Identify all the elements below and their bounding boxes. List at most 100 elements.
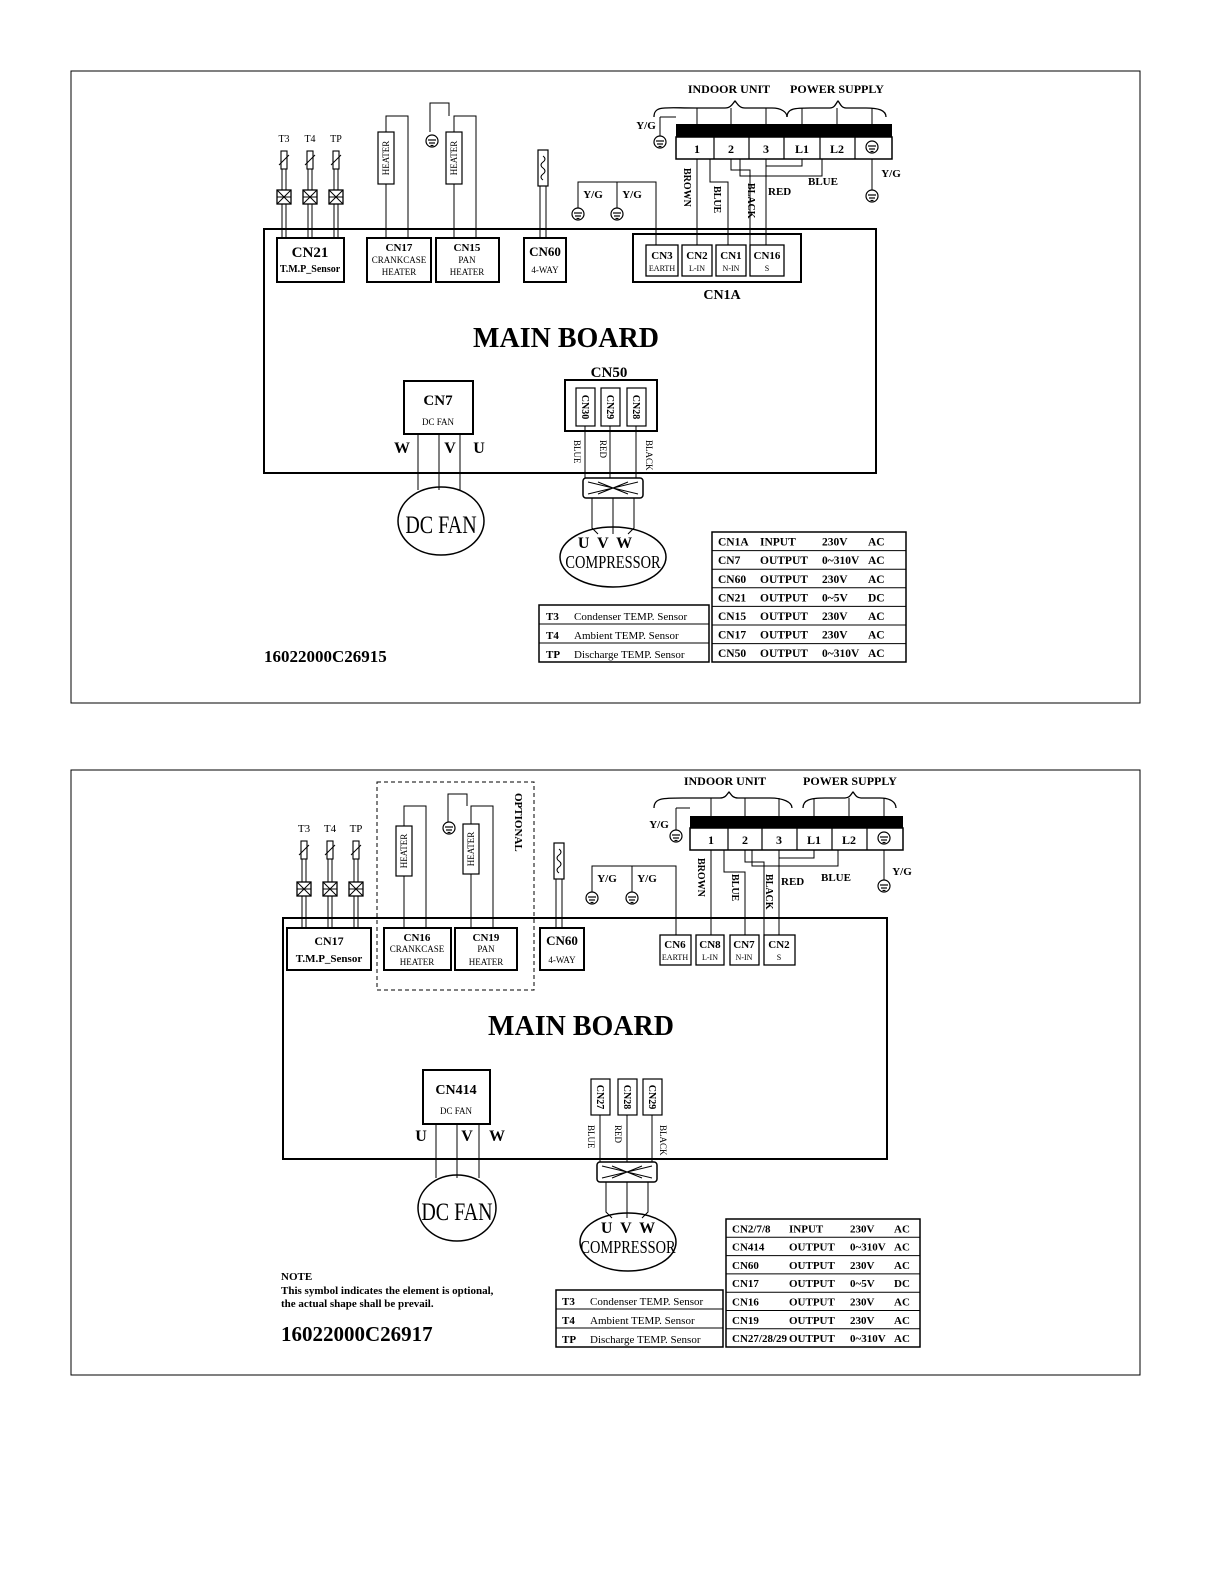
connector-cn60: CN60 4-WAY <box>523 237 567 283</box>
port-name: CN19 <box>732 1315 759 1327</box>
terminal-3: 3 <box>776 833 782 847</box>
port-name: CN17 <box>732 1278 759 1290</box>
thermistor-icon <box>330 150 342 170</box>
crankcase-heater: HEATER <box>377 115 409 238</box>
compressor-label: COMPRESSOR <box>565 551 660 572</box>
port-current-type: AC <box>868 611 885 623</box>
port-name: CN21 <box>718 592 746 604</box>
port-current-type: AC <box>894 1333 910 1345</box>
terminal-block: INDOOR UNIT POWER SUPPLY 1 2 3 L1 L2 <box>636 82 901 245</box>
fan-u-label: U <box>415 1128 427 1145</box>
ground-icon <box>610 207 624 221</box>
connector-cn15: CN15 PAN HEATER <box>435 237 500 283</box>
yg-label: Y/G <box>892 866 912 878</box>
optional-region: OPTIONAL HEATER HEATER CN16 CRANKCASE HE… <box>376 781 535 991</box>
port-direction: INPUT <box>760 537 796 549</box>
port-current-type: AC <box>868 537 885 549</box>
connector-cn414: CN414 DC FAN U V W <box>415 1069 505 1178</box>
thermistor-icon <box>278 150 290 170</box>
port-name: CN27/28/29 <box>732 1333 788 1345</box>
port-current-type: AC <box>894 1242 910 1254</box>
sensor-t3-label: T3 <box>278 134 289 145</box>
cn3-sublabel: EARTH <box>649 264 675 273</box>
yg-label: Y/G <box>881 168 901 180</box>
port-current-type: AC <box>868 648 885 660</box>
yg-label: Y/G <box>622 189 642 201</box>
power-supply-label: POWER SUPPLY <box>803 774 897 788</box>
port-direction: OUTPUT <box>789 1297 836 1309</box>
port-voltage: 230V <box>822 630 848 642</box>
sensor-code: TP <box>562 1334 576 1346</box>
fan-w-label: W <box>394 440 410 457</box>
connector-cn60: CN60 4-WAY <box>539 927 585 971</box>
main-board-label: MAIN BOARD <box>488 1011 674 1042</box>
yg-label: Y/G <box>597 873 617 885</box>
sensor-code: T4 <box>562 1315 575 1327</box>
port-direction: OUTPUT <box>789 1260 836 1272</box>
wire-blue-label: BLUE <box>808 176 838 188</box>
port-voltage: 0~310V <box>822 648 860 660</box>
cn17-sublabel: T.M.P_Sensor <box>296 953 363 965</box>
ground-icon <box>425 134 439 148</box>
cn414-sublabel: DC FAN <box>440 1106 473 1116</box>
wire-blue-label: BLUE <box>821 872 851 884</box>
indoor-unit-label: INDOOR UNIT <box>684 774 766 788</box>
cn17-label: CN17 <box>386 242 413 254</box>
port-current-type: AC <box>894 1260 910 1272</box>
sensor-description: Discharge TEMP. Sensor <box>574 649 685 661</box>
cn7-label: CN7 <box>423 393 453 409</box>
sensor-description: Condenser TEMP. Sensor <box>574 611 687 623</box>
thermistor-icon <box>298 840 310 860</box>
cn2-label: CN2 <box>686 250 708 262</box>
port-voltage: 230V <box>850 1223 875 1235</box>
port-voltage: 0~310V <box>822 555 860 567</box>
terminal-2: 2 <box>742 833 748 847</box>
fan-u-label: U <box>473 440 485 457</box>
thermistor-icon <box>304 150 316 170</box>
compressor-uvw: U V W <box>601 1220 655 1237</box>
cn7-sublabel: DC FAN <box>422 417 455 427</box>
diagram-2: MAIN BOARD T3 T4 TP CN17 T.M.P_ <box>70 769 1141 1376</box>
cn19-sublabel-1: PAN <box>477 944 495 954</box>
earth-wiring: Y/G Y/G <box>571 181 657 245</box>
sensor-group: T3 T4 TP <box>296 823 364 928</box>
connector-icon <box>302 189 318 205</box>
heater-label: HEATER <box>449 141 459 176</box>
sensor-group: T3 T4 TP <box>276 134 344 238</box>
connector-cn17: CN17 T.M.P_Sensor <box>286 927 372 971</box>
cn2-sublabel: S <box>777 953 781 962</box>
main-board-outline <box>263 228 877 474</box>
port-direction: OUTPUT <box>760 574 808 586</box>
wire-black-label: BLACK <box>745 183 756 219</box>
heater-label: HEATER <box>466 832 476 867</box>
note-title: NOTE <box>281 1271 312 1283</box>
cn60-label: CN60 <box>546 933 578 948</box>
port-direction: OUTPUT <box>760 648 808 660</box>
terminal-l1: L1 <box>807 833 821 847</box>
cn28-label: CN28 <box>630 395 641 419</box>
cn60-label: CN60 <box>529 244 561 259</box>
sensor-code: T3 <box>546 611 559 623</box>
port-voltage: 230V <box>850 1315 875 1327</box>
port-direction: OUTPUT <box>760 611 808 623</box>
port-name: CN7 <box>718 555 741 567</box>
connector-icon <box>296 881 312 897</box>
port-name: CN1A <box>718 537 749 549</box>
sensor-description: Condenser TEMP. Sensor <box>590 1296 703 1308</box>
dc-fan-label: DC FAN <box>421 1198 492 1226</box>
port-direction: OUTPUT <box>760 630 808 642</box>
heater-label: HEATER <box>399 834 409 869</box>
yg-label: Y/G <box>636 120 656 132</box>
note-line-1: This symbol indicates the element is opt… <box>281 1285 494 1297</box>
part-number: 16022000C26915 <box>264 647 387 666</box>
terminal-2: 2 <box>728 142 734 156</box>
thermistor-icon <box>350 840 362 860</box>
wire-black-label: BLACK <box>644 440 654 471</box>
wire-red-label: RED <box>768 186 791 198</box>
port-name: CN50 <box>718 648 746 660</box>
cn3-label: CN3 <box>651 250 673 262</box>
sensor-description: Discharge TEMP. Sensor <box>590 1334 701 1346</box>
